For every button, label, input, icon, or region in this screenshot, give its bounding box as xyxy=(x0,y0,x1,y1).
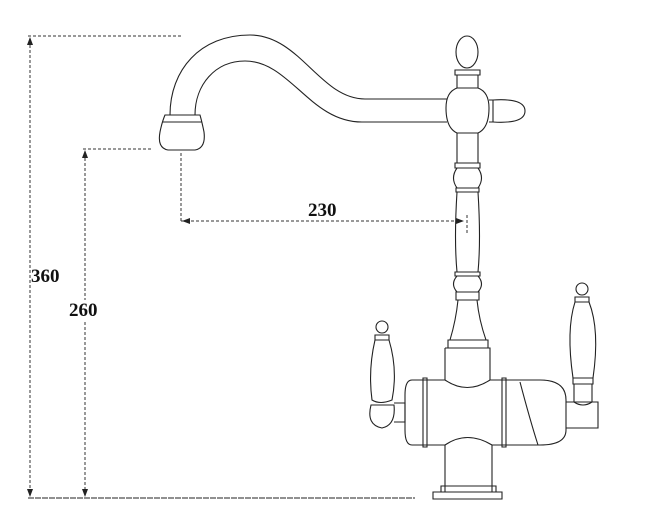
dimension-260 xyxy=(82,148,152,497)
right-handle xyxy=(566,282,599,429)
spout xyxy=(158,34,447,151)
total-height-label: 360 xyxy=(31,266,60,287)
base-plate xyxy=(432,491,503,500)
left-handle xyxy=(369,320,406,429)
column xyxy=(447,133,489,349)
hub xyxy=(445,35,526,134)
valve-body xyxy=(404,347,567,500)
spout-height-label: 260 xyxy=(69,300,98,321)
aerator xyxy=(158,114,205,151)
dimension-230 xyxy=(180,153,468,235)
dimension-360 xyxy=(27,35,183,497)
side-knob xyxy=(492,99,526,123)
spout-reach-label: 230 xyxy=(308,200,337,221)
